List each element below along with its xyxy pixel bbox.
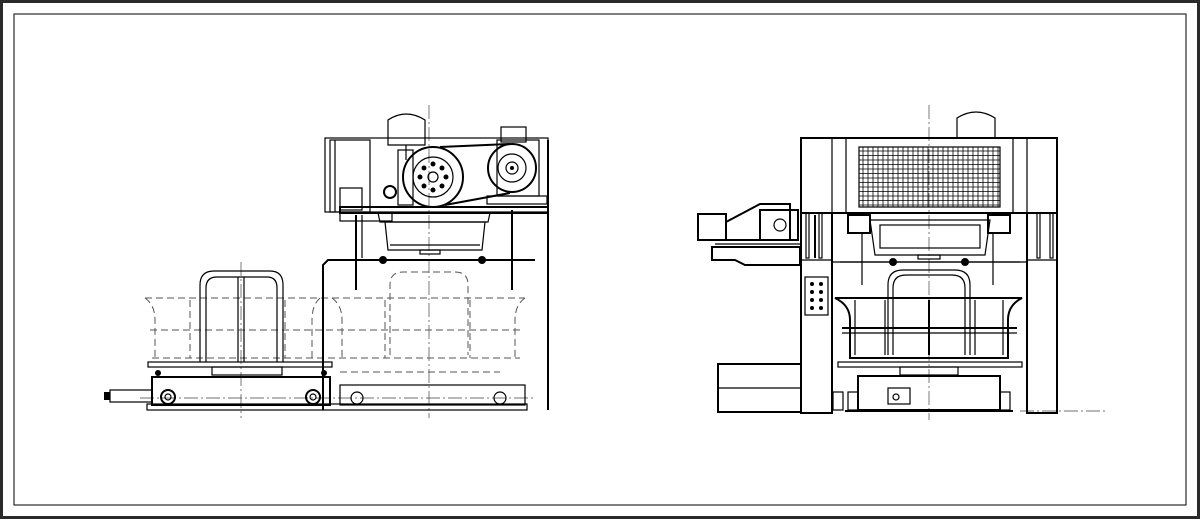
drum (869, 219, 991, 256)
drive-belt (444, 192, 511, 206)
base-plate (146, 403, 528, 411)
ventilation-grille (858, 146, 1001, 208)
wheel-icon (350, 391, 364, 405)
front-elevation-view (697, 105, 1105, 420)
drive-belt (439, 143, 511, 148)
wheel-icon (160, 389, 176, 405)
button-icon (810, 290, 814, 294)
platform (339, 206, 549, 214)
basket (834, 269, 1023, 376)
handle-knob (104, 392, 110, 400)
cart-pull-handle (109, 389, 153, 403)
drum (384, 221, 486, 251)
turntable (211, 366, 283, 376)
cart (104, 361, 333, 406)
basket-platform (837, 361, 1023, 368)
button-icon (810, 298, 814, 302)
motor (486, 126, 548, 205)
bearing (847, 214, 871, 234)
drive-housing (324, 137, 549, 290)
bolt (961, 258, 969, 266)
bolt (478, 256, 486, 264)
button-icon (819, 282, 823, 286)
wheel-icon (892, 393, 900, 401)
drive-housing (800, 137, 1058, 214)
button-icon (819, 290, 823, 294)
bolt (155, 370, 161, 376)
basket-handle (199, 270, 284, 362)
frame-beam (322, 259, 535, 410)
rail (339, 384, 526, 406)
bolt (889, 258, 897, 266)
support-shelf (711, 246, 801, 266)
idler-wheel (383, 185, 397, 199)
side-elevation-view (104, 105, 549, 418)
wheel-hub (164, 393, 172, 401)
inner-frame (13, 13, 1187, 506)
wheel-hub (309, 393, 317, 401)
left-column (800, 212, 833, 414)
wheel-icon (305, 389, 321, 405)
right-column (1026, 212, 1058, 414)
button-icon (810, 282, 814, 286)
side-arm-assembly (697, 203, 816, 266)
control-panel (804, 276, 829, 316)
bearing (987, 214, 1011, 234)
bolt (379, 256, 387, 264)
wheel-icon (493, 391, 507, 405)
basket-outline (144, 271, 526, 373)
cart-platform (147, 361, 333, 368)
oil-cup (339, 187, 363, 211)
button-icon (819, 298, 823, 302)
main-pulley (383, 146, 464, 208)
grille-lines (859, 147, 1000, 207)
button-icon (819, 306, 823, 310)
oil-tank (956, 111, 996, 138)
button-icon (810, 306, 814, 310)
oil-tank (387, 113, 426, 160)
